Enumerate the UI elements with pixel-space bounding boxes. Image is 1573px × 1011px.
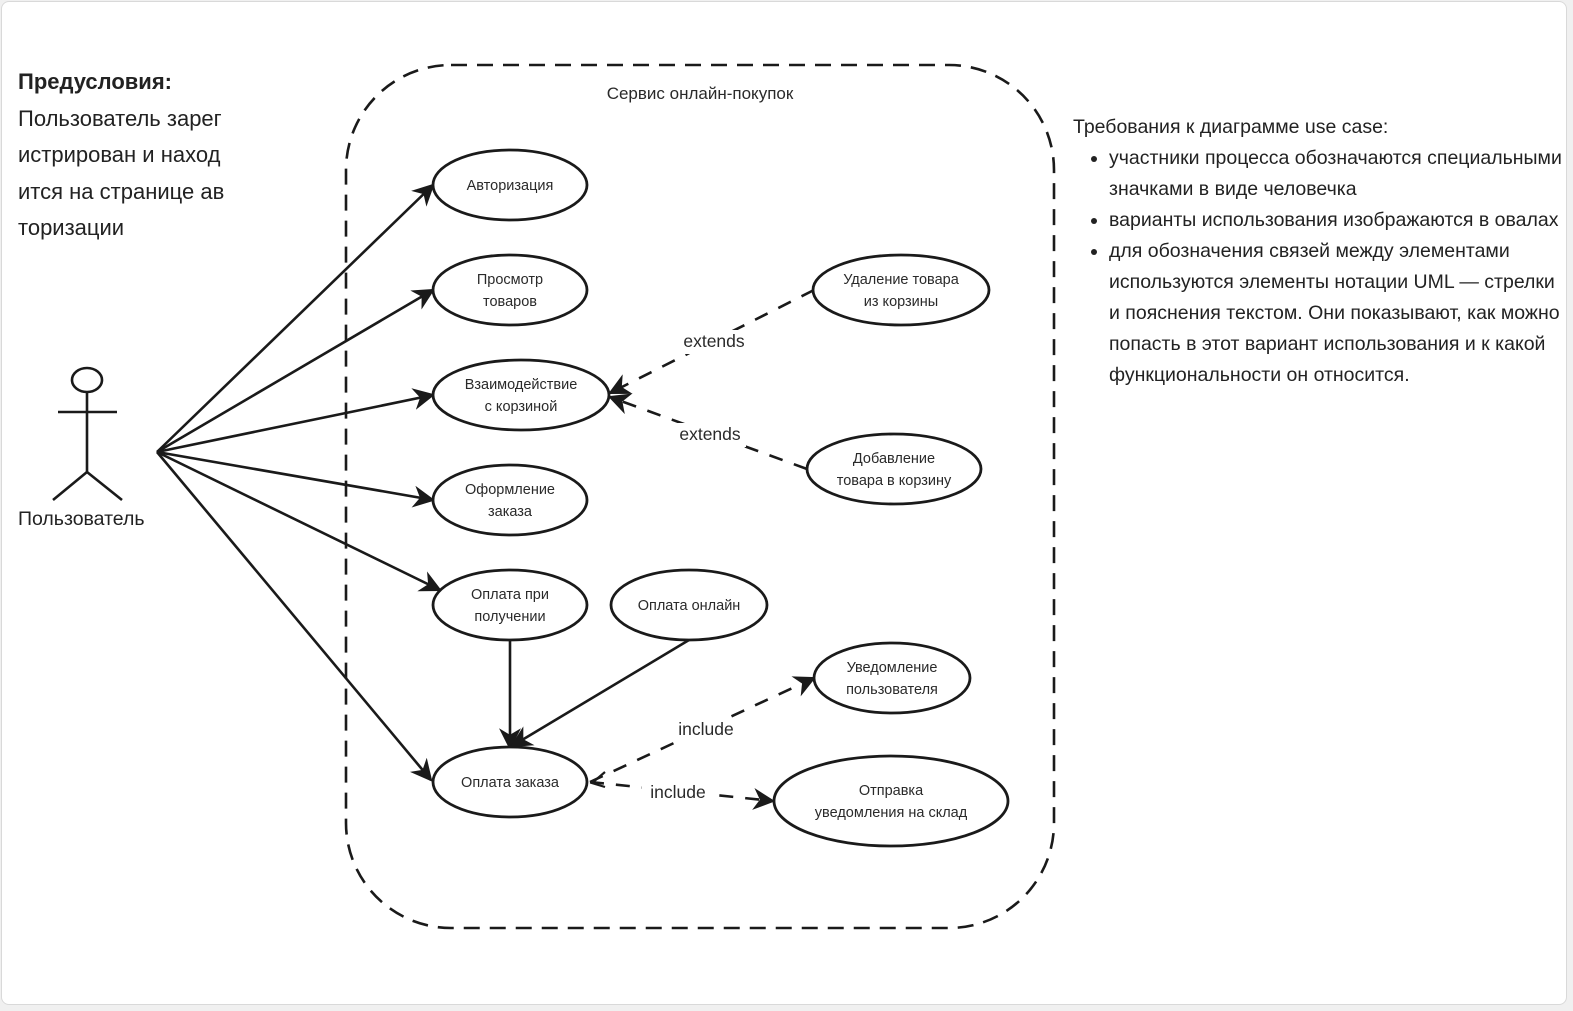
use-case-oval[interactable] bbox=[431, 253, 589, 327]
preconditions-title: Предусловия: bbox=[18, 69, 172, 94]
use-case-auth[interactable]: Авторизация bbox=[431, 148, 589, 222]
use-case-oval[interactable] bbox=[812, 641, 972, 715]
requirements-block: Требования к диаграмме use case: участни… bbox=[1073, 112, 1568, 391]
use-case-label: Оформление bbox=[465, 482, 555, 498]
include-source-arrow-icon bbox=[589, 771, 606, 789]
use-case-pay_online[interactable]: Оплата онлайн bbox=[609, 568, 769, 642]
label-background bbox=[670, 718, 742, 742]
use-case-label: Оплата онлайн bbox=[638, 598, 741, 614]
use-case-cart[interactable]: Взаимодействие с корзиной bbox=[431, 358, 611, 432]
use-case-pay_order[interactable]: Оплата заказа bbox=[431, 745, 589, 819]
actor-label: Пользователь bbox=[18, 508, 145, 530]
requirements-list: участники процесса обозначаются специаль… bbox=[1073, 143, 1568, 391]
use-case-label: Добавление bbox=[853, 451, 935, 467]
association-arrow-cart bbox=[156, 388, 436, 454]
use-case-oval[interactable] bbox=[431, 745, 589, 819]
use-case-label: из корзины bbox=[864, 294, 938, 310]
use-case-label: Оплата заказа bbox=[461, 775, 560, 791]
use-case-oval[interactable] bbox=[772, 754, 1010, 848]
use-case-label: Взаимодействие bbox=[465, 377, 578, 393]
use-case-checkout[interactable]: Оформление заказа bbox=[431, 463, 589, 537]
use-case-oval[interactable] bbox=[431, 463, 589, 537]
use-case-notify_warehouse[interactable]: Отправка уведомления на склад bbox=[772, 754, 1010, 848]
requirement-item: для обозначения связей между элементами … bbox=[1109, 236, 1568, 391]
use-case-oval[interactable] bbox=[811, 253, 991, 327]
include-label: include bbox=[650, 782, 705, 802]
use-case-label: Отправка bbox=[859, 783, 924, 799]
extends-label: extends bbox=[683, 331, 745, 351]
association-arrow-auth bbox=[156, 183, 435, 453]
use-case-label: товара в корзину bbox=[837, 473, 952, 489]
use-case-notify_user[interactable]: Уведомление пользователя bbox=[812, 641, 972, 715]
use-case-label: Уведомление bbox=[847, 660, 938, 676]
use-case-label: с корзиной bbox=[485, 399, 558, 415]
stick-figure-icon bbox=[52, 366, 123, 502]
preconditions-text: Пользователь зарегистрирован и находится… bbox=[18, 105, 225, 241]
include-label: include bbox=[678, 719, 733, 739]
use-case-oval[interactable] bbox=[431, 568, 589, 642]
system-boundary bbox=[344, 63, 1056, 930]
label-background bbox=[674, 423, 746, 447]
use-case-browse[interactable]: Просмотр товаров bbox=[431, 253, 589, 327]
use-case-label: Авторизация bbox=[467, 178, 554, 194]
association-arrow-pay_on_delivery bbox=[156, 450, 442, 592]
use-case-label: Оплата при bbox=[471, 587, 549, 603]
use-case-label: Просмотр bbox=[477, 272, 543, 288]
label-background bbox=[678, 330, 750, 354]
use-case-oval[interactable] bbox=[609, 568, 769, 642]
association-arrow-checkout bbox=[156, 450, 436, 508]
use-case-label: Удаление товара bbox=[843, 272, 960, 288]
label-background bbox=[642, 781, 714, 805]
requirements-title: Требования к диаграмме use case: bbox=[1073, 116, 1389, 138]
use-case-label: заказа bbox=[488, 504, 533, 520]
relation-labels-layer: extends extends include include bbox=[642, 330, 750, 805]
extends-label: extends bbox=[679, 424, 741, 444]
generalization-arrow-pay_online bbox=[510, 638, 690, 748]
requirement-item: варианты использования изображаются в ов… bbox=[1109, 205, 1568, 236]
use-case-label: уведомления на склад bbox=[815, 805, 968, 821]
use-case-label: товаров bbox=[483, 294, 537, 310]
use-case-label: получении bbox=[474, 609, 545, 625]
use-case-label: пользователя bbox=[846, 682, 938, 698]
use-case-oval[interactable] bbox=[805, 432, 983, 506]
requirement-item: участники процесса обозначаются специаль… bbox=[1109, 143, 1568, 205]
association-arrow-browse bbox=[156, 288, 435, 454]
use-case-pay_on_delivery[interactable]: Оплата при получении bbox=[431, 568, 589, 642]
use-case-oval[interactable] bbox=[431, 148, 589, 222]
preconditions-block: Предусловия: Пользователь зарегистрирова… bbox=[18, 64, 228, 247]
use-case-remove_item[interactable]: Удаление товара из корзины bbox=[811, 253, 991, 327]
use-case-oval[interactable] bbox=[431, 358, 611, 432]
use-case-add_item[interactable]: Добавление товара в корзину bbox=[805, 432, 983, 506]
system-boundary-title: Сервис онлайн-покупок bbox=[607, 84, 794, 103]
association-arrow-pay_order bbox=[156, 451, 433, 782]
